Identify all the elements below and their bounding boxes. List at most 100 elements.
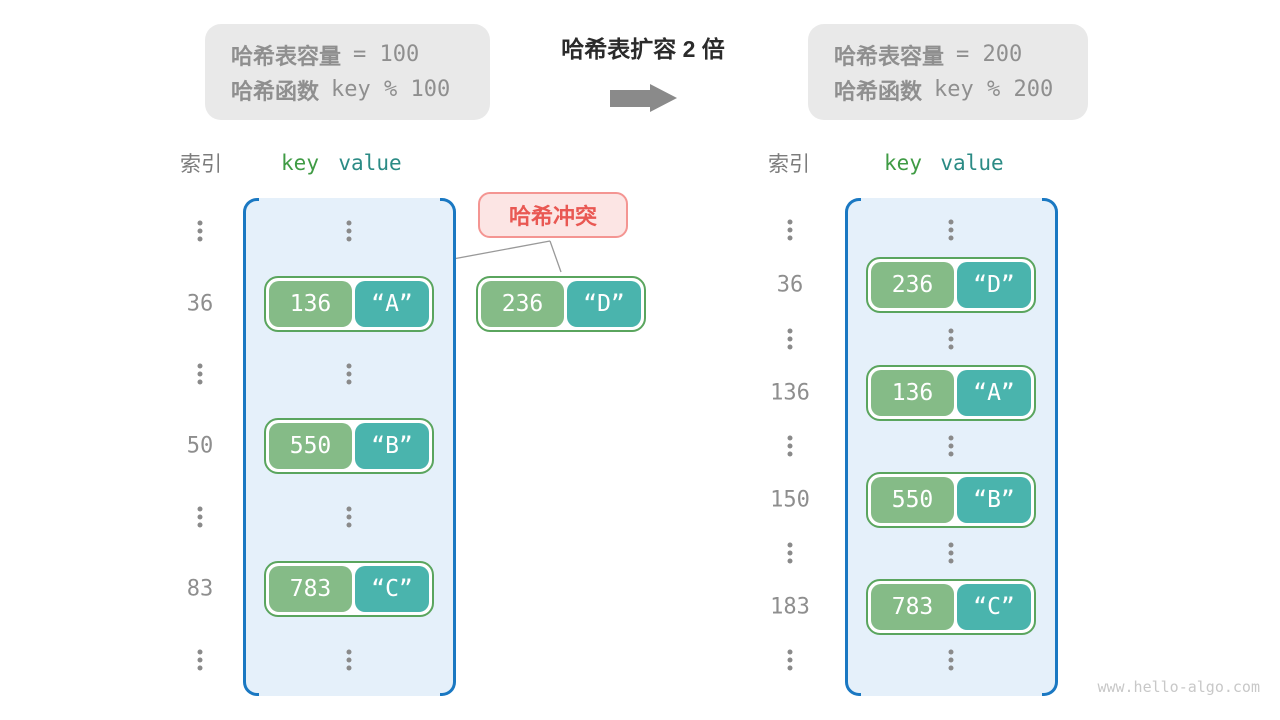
dot-icon bbox=[346, 657, 352, 663]
dot-icon bbox=[346, 236, 352, 242]
caption-line: 哈希表容量 = 100 bbox=[231, 37, 490, 72]
pair-value-cell: “C” bbox=[355, 566, 429, 612]
ellipsis-dots bbox=[197, 363, 203, 385]
ellipsis-dots bbox=[197, 220, 203, 242]
dot-icon bbox=[948, 435, 954, 441]
dot-icon bbox=[787, 542, 793, 548]
dot-icon bbox=[346, 514, 352, 520]
pair-value-cell: “B” bbox=[355, 423, 429, 469]
dot-icon bbox=[197, 514, 203, 520]
key-value-pair: 136“A” bbox=[866, 365, 1036, 421]
caption-code: key % 100 bbox=[331, 77, 451, 102]
caption-label: 哈希函数 bbox=[834, 78, 923, 104]
right-key-header: key bbox=[884, 151, 922, 175]
pair-key-cell: 236 bbox=[871, 262, 954, 308]
caption-code: key % 200 bbox=[934, 77, 1054, 102]
index-label: 50 bbox=[186, 433, 214, 459]
dot-icon bbox=[787, 649, 793, 655]
dot-icon bbox=[948, 451, 954, 457]
dot-icon bbox=[197, 665, 203, 671]
key-value-pair: 783“C” bbox=[264, 561, 434, 617]
ellipsis-dots bbox=[948, 542, 954, 564]
dot-icon bbox=[346, 506, 352, 512]
dot-icon bbox=[197, 522, 203, 528]
dot-icon bbox=[948, 227, 954, 233]
key-value-pair: 783“C” bbox=[866, 579, 1036, 635]
key-value-pair: 236“D” bbox=[866, 257, 1036, 313]
key-value-pair: 550“B” bbox=[866, 472, 1036, 528]
dot-icon bbox=[346, 228, 352, 234]
dot-icon bbox=[948, 649, 954, 655]
caption-label: 哈希函数 bbox=[231, 78, 320, 104]
pair-key-cell: 236 bbox=[481, 281, 564, 327]
dot-icon bbox=[197, 220, 203, 226]
dot-icon bbox=[346, 371, 352, 377]
pair-value-cell: “C” bbox=[957, 584, 1031, 630]
caption-line: 哈希函数 key % 200 bbox=[834, 72, 1088, 107]
dot-icon bbox=[346, 220, 352, 226]
dot-icon bbox=[948, 542, 954, 548]
pair-key-cell: 550 bbox=[269, 423, 352, 469]
caption-left: 哈希表容量 = 100 哈希函数 key % 100 bbox=[205, 24, 490, 120]
right-index-header: 索引 bbox=[768, 153, 810, 176]
ellipsis-dots bbox=[197, 506, 203, 528]
dot-icon bbox=[197, 363, 203, 369]
dot-icon bbox=[948, 235, 954, 241]
dot-icon bbox=[948, 443, 954, 449]
dot-icon bbox=[787, 657, 793, 663]
pair-key-cell: 783 bbox=[269, 566, 352, 612]
ellipsis-dots bbox=[787, 542, 793, 564]
dot-icon bbox=[197, 649, 203, 655]
dot-icon bbox=[197, 228, 203, 234]
dot-icon bbox=[346, 649, 352, 655]
dot-icon bbox=[197, 236, 203, 242]
dot-icon bbox=[787, 227, 793, 233]
dot-icon bbox=[197, 371, 203, 377]
pair-key-cell: 136 bbox=[871, 370, 954, 416]
dot-icon bbox=[948, 219, 954, 225]
pair-key-cell: 783 bbox=[871, 584, 954, 630]
pair-value-cell: “A” bbox=[355, 281, 429, 327]
pair-value-cell: “D” bbox=[567, 281, 641, 327]
ellipsis-dots bbox=[346, 220, 352, 242]
caption-code: = 200 bbox=[956, 42, 1023, 67]
ellipsis-dots bbox=[787, 219, 793, 241]
dot-icon bbox=[948, 550, 954, 556]
dot-icon bbox=[787, 550, 793, 556]
dot-icon bbox=[346, 522, 352, 528]
ellipsis-dots bbox=[346, 506, 352, 528]
index-label: 83 bbox=[186, 576, 214, 602]
index-label: 136 bbox=[770, 380, 810, 406]
ellipsis-dots bbox=[197, 649, 203, 671]
index-label: 183 bbox=[770, 594, 810, 620]
caption-right: 哈希表容量 = 200 哈希函数 key % 200 bbox=[808, 24, 1088, 120]
ellipsis-dots bbox=[787, 328, 793, 350]
dot-icon bbox=[948, 558, 954, 564]
index-label: 36 bbox=[776, 272, 804, 298]
dot-icon bbox=[948, 657, 954, 663]
dot-icon bbox=[948, 665, 954, 671]
pair-value-cell: “D” bbox=[957, 262, 1031, 308]
dot-icon bbox=[787, 235, 793, 241]
left-index-header: 索引 bbox=[180, 153, 222, 176]
dot-icon bbox=[197, 379, 203, 385]
dot-icon bbox=[346, 379, 352, 385]
dot-icon bbox=[948, 336, 954, 342]
pair-value-cell: “B” bbox=[957, 477, 1031, 523]
dot-icon bbox=[787, 443, 793, 449]
dot-icon bbox=[948, 344, 954, 350]
ellipsis-dots bbox=[948, 649, 954, 671]
dot-icon bbox=[787, 558, 793, 564]
dot-icon bbox=[787, 451, 793, 457]
caption-line: 哈希表容量 = 200 bbox=[834, 37, 1088, 72]
index-label: 36 bbox=[186, 291, 214, 317]
dot-icon bbox=[346, 363, 352, 369]
caption-label: 哈希表容量 bbox=[231, 43, 342, 69]
dot-icon bbox=[787, 344, 793, 350]
index-label: 150 bbox=[770, 487, 810, 513]
caption-label: 哈希表容量 bbox=[834, 43, 945, 69]
ellipsis-dots bbox=[948, 219, 954, 241]
collision-key-value-pair: 236 “D” bbox=[476, 276, 646, 332]
dot-icon bbox=[787, 665, 793, 671]
